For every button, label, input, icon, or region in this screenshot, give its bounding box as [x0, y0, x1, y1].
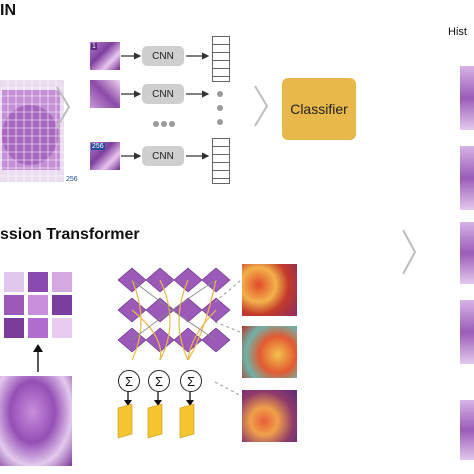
histology-image-3 — [460, 222, 474, 284]
sum-node-3: Σ — [180, 370, 202, 392]
chevron-right-icon — [56, 86, 71, 128]
chevron-right-icon — [402, 229, 417, 275]
section-title-transformer: ssion Transformer — [0, 226, 140, 243]
histology-image-2 — [460, 146, 474, 210]
histology-image-5 — [460, 400, 474, 460]
arrow-up-icon — [33, 344, 43, 372]
histology-image-4 — [460, 300, 474, 364]
cnn-flow-arrows — [121, 52, 210, 160]
chevron-right-icon — [254, 85, 269, 127]
transformer-tile-grid — [4, 272, 72, 338]
cnn-box-1: CNN — [142, 46, 184, 66]
wsi-tile-grid — [0, 80, 64, 182]
tile-number-256: 256 — [91, 143, 105, 150]
feature-vector-256 — [212, 138, 230, 184]
grid-count-label: 256 — [66, 176, 78, 183]
attention-heatmap-3 — [242, 390, 297, 442]
output-arrows — [124, 392, 194, 406]
sum-node-2: Σ — [148, 370, 170, 392]
tile-image-2 — [90, 80, 120, 108]
feature-vector-1 — [212, 36, 230, 82]
output-tokens — [117, 404, 195, 439]
transformer-attention-diagram — [117, 267, 231, 361]
cnn-box-256: CNN — [142, 146, 184, 166]
tile-number-1: 1 — [91, 43, 97, 50]
ellipsis-dots — [217, 91, 223, 125]
attention-map-connectors — [215, 269, 254, 403]
sum-node-1: Σ — [118, 370, 140, 392]
wsi-thumbnail — [0, 376, 72, 466]
histology-image-1 — [460, 66, 474, 130]
attention-heatmap-2 — [242, 326, 297, 378]
right-column-header: Hist — [448, 26, 467, 38]
classifier-box: Classifier — [282, 78, 356, 140]
attention-heatmap-1 — [242, 264, 297, 316]
section-title-cnn: IN — [0, 2, 16, 19]
cnn-box-2: CNN — [142, 84, 184, 104]
